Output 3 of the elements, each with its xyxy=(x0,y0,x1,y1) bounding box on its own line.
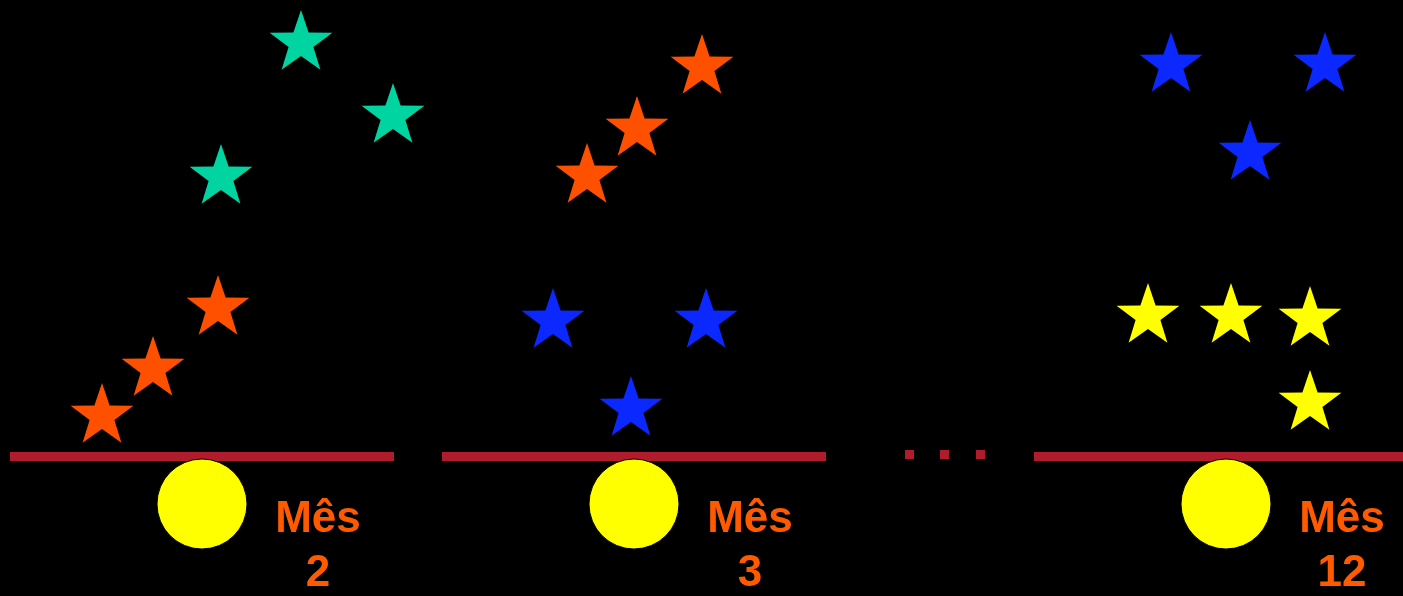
month-label: Mês 2 xyxy=(274,491,362,596)
month-label: Mês 12 xyxy=(1298,491,1386,596)
month-label: Mês 3 xyxy=(706,491,794,596)
